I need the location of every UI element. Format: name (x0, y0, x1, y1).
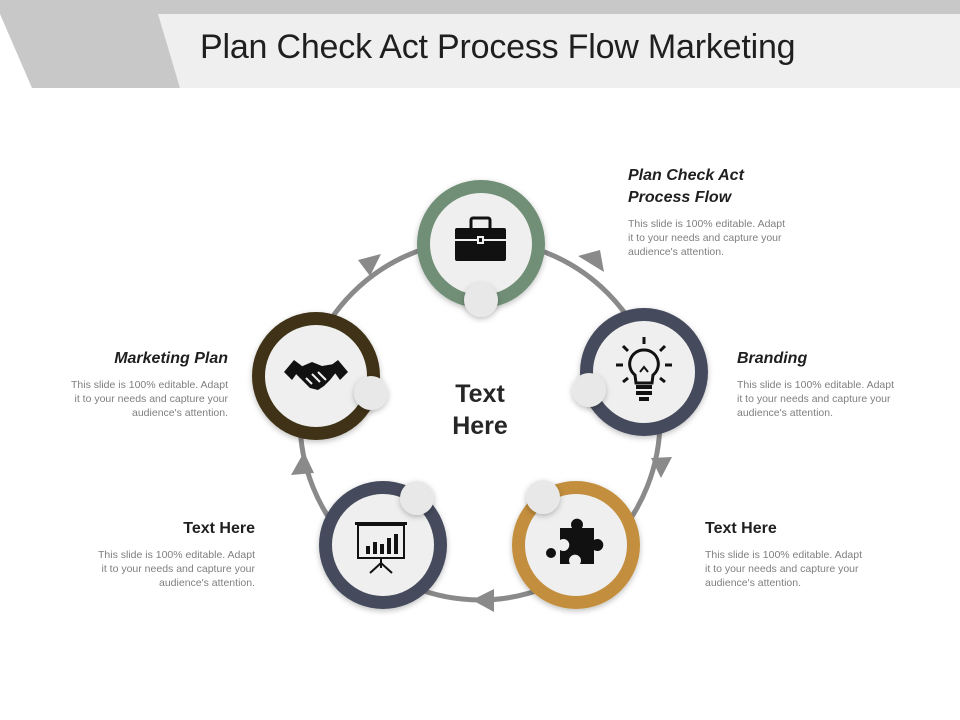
center-label-line2: Here (452, 412, 508, 440)
slide-title: Plan Check Act Process Flow Marketing (200, 28, 796, 66)
puzzle-piece-icon (546, 518, 604, 564)
block-bottom-right-body-line2: it to your needs and capture your (705, 563, 859, 575)
block-top-heading-line1: Plan Check Act (628, 167, 744, 184)
node-bottom-right (512, 480, 640, 609)
node-top (417, 180, 545, 317)
node-bottom-right-connector (526, 480, 560, 514)
block-top-heading-line2: Process Flow (628, 189, 732, 206)
text-block-right: Branding This slide is 100% editable. Ad… (737, 348, 927, 420)
block-top-body-line3: audience's attention. (628, 246, 724, 258)
block-left-body-line3: audience's attention. (132, 407, 228, 419)
block-bottom-right-body: This slide is 100% editable. Adapt it to… (705, 548, 895, 590)
node-bottom-left-connector (400, 481, 434, 515)
block-bottom-left-body-line2: it to your needs and capture your (101, 563, 255, 575)
block-left-body-line2: it to your needs and capture your (74, 393, 228, 405)
node-right-disc (593, 321, 695, 423)
cycle-arrow-top-left (358, 254, 381, 276)
block-bottom-left-body-line1: This slide is 100% editable. Adapt (97, 549, 255, 561)
light-bulb-icon (616, 337, 672, 401)
node-top-connector (464, 283, 498, 317)
block-right-body-line3: audience's attention. (737, 407, 833, 419)
cycle-arrow-bottom (472, 589, 494, 612)
header-band (0, 0, 960, 88)
cycle-arrow-right (651, 457, 672, 478)
node-right-connector (572, 373, 606, 407)
block-bottom-right-body-line3: audience's attention. (705, 577, 801, 589)
cycle-arrow-left (291, 452, 314, 475)
cycle-arrow-top-right (578, 250, 604, 272)
node-right (572, 308, 708, 436)
block-top-body: This slide is 100% editable. Adapt it to… (628, 217, 828, 259)
block-left-heading: Marketing Plan (114, 350, 228, 367)
block-bottom-left-body: This slide is 100% editable. Adapt it to… (60, 548, 255, 590)
block-right-heading: Branding (737, 350, 808, 367)
presentation-chart-icon (355, 522, 407, 574)
handshake-icon (284, 360, 348, 390)
block-top-heading: Plan Check Act Process Flow (628, 165, 828, 209)
briefcase-icon (455, 216, 506, 261)
block-bottom-left-body-line3: audience's attention. (159, 577, 255, 589)
header-bar (158, 14, 960, 88)
header-tab-left (0, 14, 180, 88)
block-bottom-right-heading: Text Here (705, 520, 777, 537)
block-top-body-line1: This slide is 100% editable. Adapt (628, 218, 786, 230)
header-top-strip (0, 0, 960, 14)
block-bottom-left-heading: Text Here (183, 520, 255, 537)
node-left-connector (354, 376, 388, 410)
text-block-bottom-left: Text Here This slide is 100% editable. A… (60, 518, 255, 590)
block-top-body-line2: it to your needs and capture your (628, 232, 782, 244)
block-bottom-right-body-line1: This slide is 100% editable. Adapt (705, 549, 863, 561)
node-bottom-left (319, 481, 447, 609)
center-label: Text Here (420, 378, 540, 442)
block-left-body: This slide is 100% editable. Adapt it to… (30, 378, 228, 420)
text-block-bottom-right: Text Here This slide is 100% editable. A… (705, 518, 895, 590)
block-right-body-line2: it to your needs and capture your (737, 393, 891, 405)
block-left-body-line1: This slide is 100% editable. Adapt (70, 379, 228, 391)
text-block-left: Marketing Plan This slide is 100% editab… (30, 348, 228, 420)
block-right-body-line1: This slide is 100% editable. Adapt (737, 379, 895, 391)
text-block-top: Plan Check Act Process Flow This slide i… (628, 165, 828, 259)
node-left (252, 312, 388, 440)
center-label-line1: Text (455, 380, 505, 408)
block-right-body: This slide is 100% editable. Adapt it to… (737, 378, 927, 420)
